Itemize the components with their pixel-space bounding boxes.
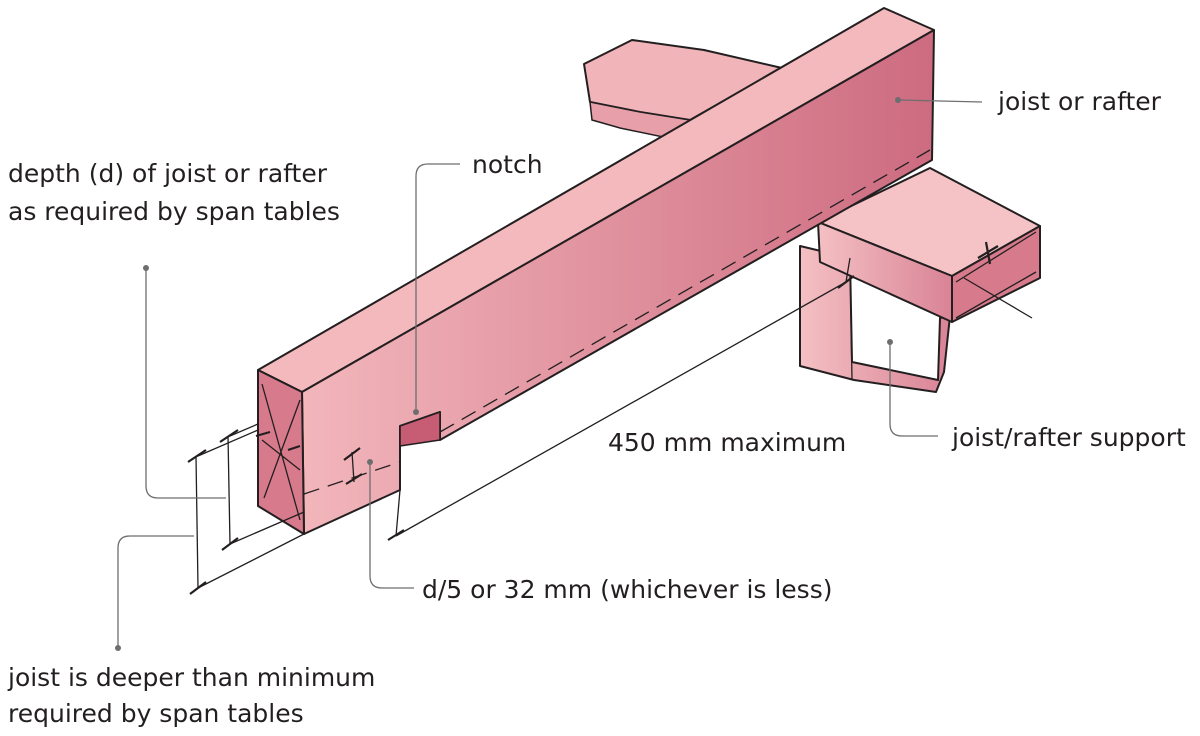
leader-lines <box>115 97 983 651</box>
label-notch-depth: d/5 or 32 mm (whichever is less) <box>422 575 833 604</box>
dimension-lines <box>187 257 855 595</box>
label-depth-line-2: as required by span tables <box>8 197 340 226</box>
label-joist-rafter-support: joist/rafter support <box>951 423 1186 452</box>
joist-member <box>255 7 935 535</box>
notch-cut <box>399 411 441 447</box>
label-notch: notch <box>472 150 543 179</box>
front-support-beam <box>817 167 1041 323</box>
label-deeper-line-2: required by span tables <box>8 699 304 728</box>
label-450mm-maximum: 450 mm maximum <box>608 428 846 457</box>
label-deeper-line-1: joist is deeper than minimum <box>7 663 375 692</box>
label-joist-or-rafter: joist or rafter <box>997 87 1162 116</box>
label-depth-line-1: depth (d) of joist or rafter <box>8 159 328 188</box>
